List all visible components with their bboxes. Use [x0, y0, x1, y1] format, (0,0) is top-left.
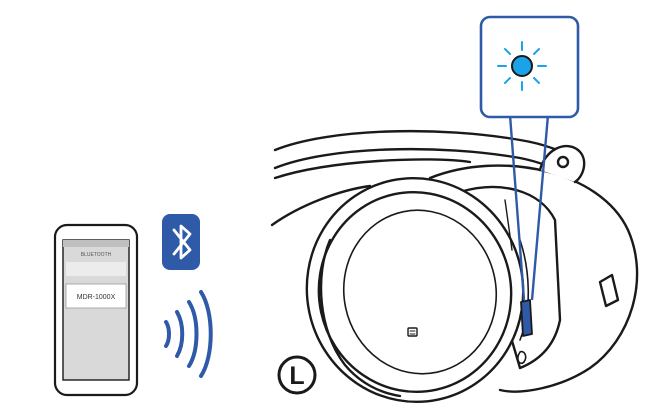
phone-device-name: MDR-1000X [77, 294, 116, 301]
bluetooth-icon [162, 214, 200, 270]
phone-screen [62, 239, 130, 381]
phone-header-text: BLUETOOTH [81, 252, 112, 258]
device-list-item [65, 283, 127, 309]
led-indicator-icon [497, 41, 547, 91]
wireless-signal-icon [164, 290, 213, 378]
power-button [520, 299, 533, 337]
headphones-icon [270, 129, 639, 404]
smartphone-icon: BLUETOOTH MDR-1000X [53, 223, 139, 397]
left-side-marker: L [277, 355, 317, 395]
led-callout [479, 15, 580, 301]
side-marker-label: L [289, 362, 304, 390]
